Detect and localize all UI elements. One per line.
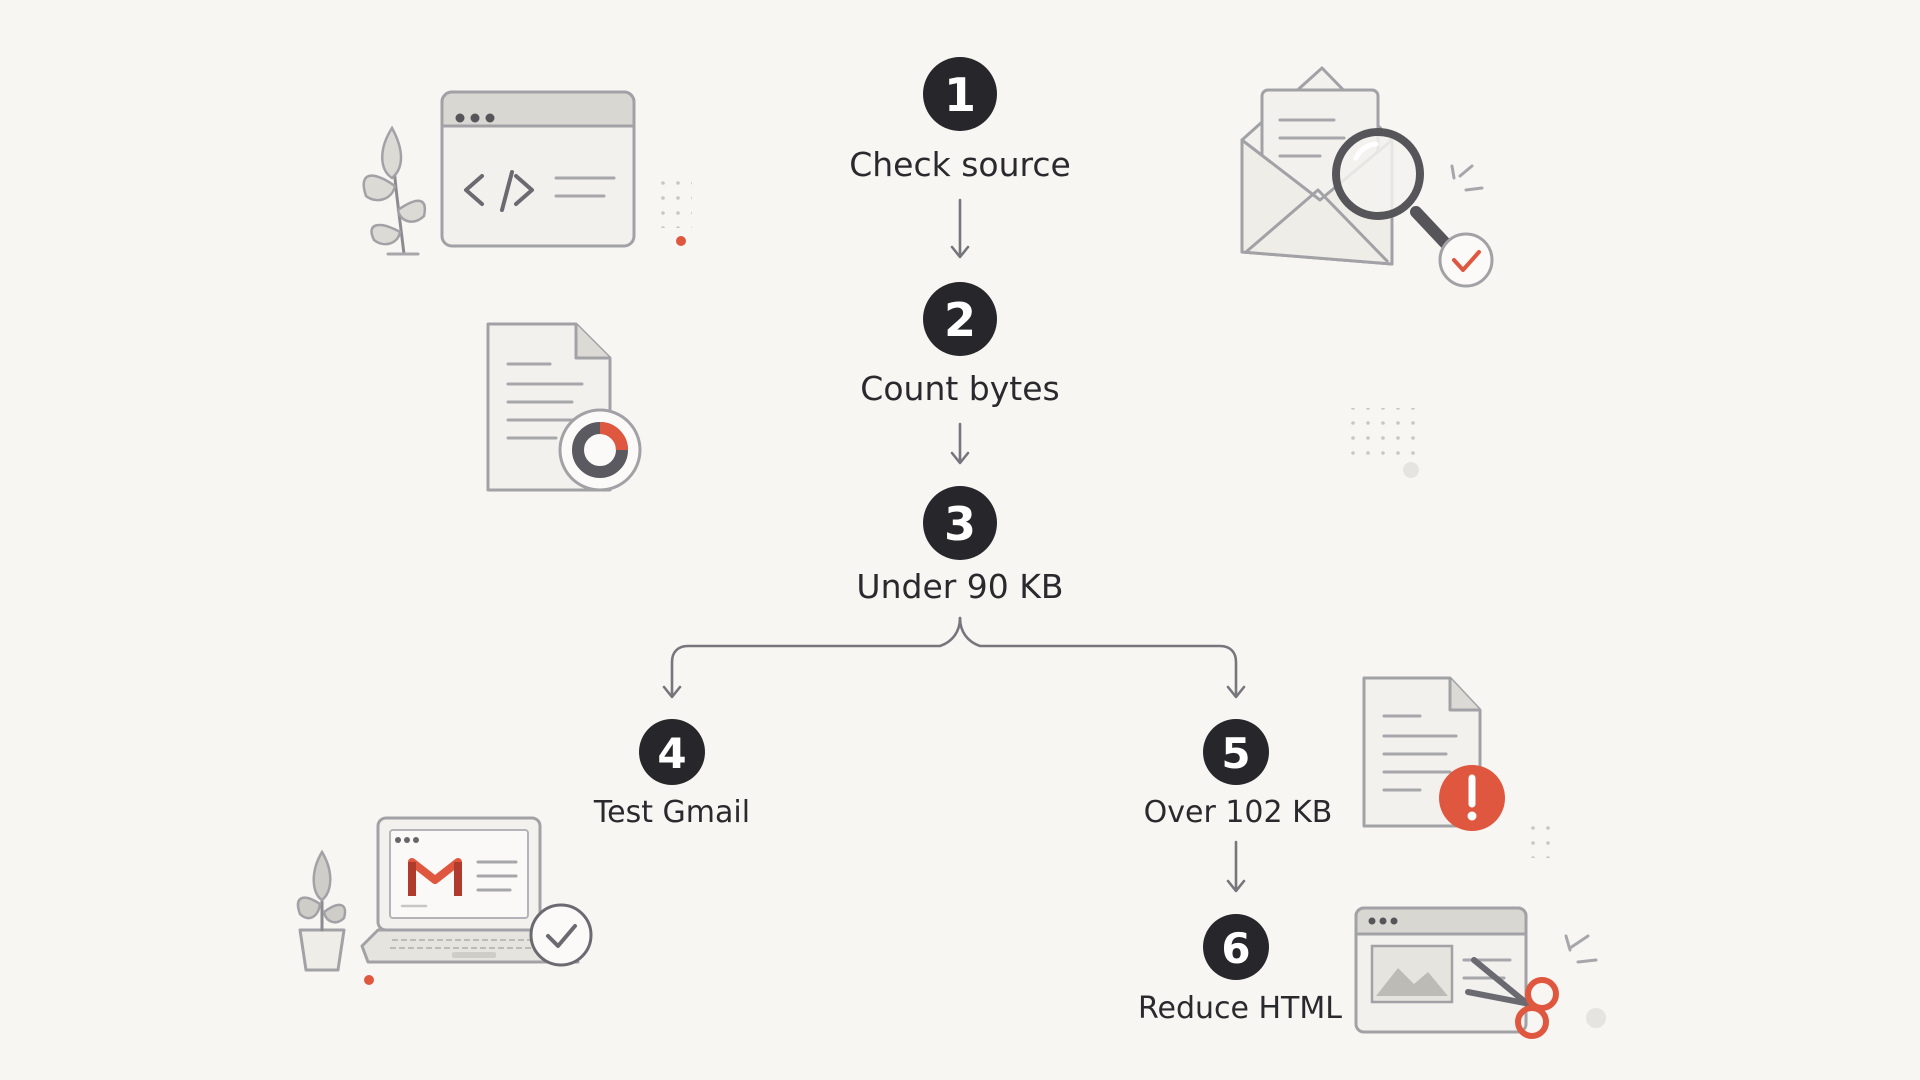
connector-5-6 [1226,840,1246,893]
step-6-number: 6 [1221,924,1250,973]
laptop-gmail-check-icon [296,816,593,985]
step-5-label: Over 102 KB [1144,795,1333,830]
connectors [662,198,1246,893]
step-5: 5 Over 102 KB [1144,719,1333,830]
step-1: 1 Check source [849,57,1071,184]
connector-branch [662,616,1246,699]
email-magnifier-check-icon [1240,66,1494,288]
step-1-label: Check source [849,145,1071,184]
step-4-label: Test Gmail [593,795,750,830]
step-2: 2 Count bytes [860,282,1060,408]
step-5-circle [1203,719,1269,785]
connector-2-3 [950,422,970,465]
decorative-dots-right [1350,408,1419,478]
step-3-number: 3 [944,497,976,551]
step-4-number: 4 [657,729,686,778]
step-2-label: Count bytes [860,369,1059,408]
step-2-number: 2 [944,293,976,347]
step-2-circle [923,282,997,356]
step-3: 3 Under 90 KB [856,486,1064,606]
window-scissors-icon [1354,906,1606,1039]
document-alert-icon [1362,676,1552,858]
step-4-circle [639,719,705,785]
step-3-circle [923,486,997,560]
step-5-number: 5 [1221,729,1250,778]
step-1-circle [923,57,997,131]
document-pie-chart-icon [486,322,642,492]
connector-1-2 [950,198,970,259]
step-4: 4 Test Gmail [593,719,750,830]
step-6-label: Reduce HTML [1138,991,1342,1026]
code-window-icon [362,90,692,256]
step-3-label: Under 90 KB [856,567,1063,606]
step-6: 6 Reduce HTML [1138,914,1342,1026]
step-1-number: 1 [944,68,976,122]
step-6-circle [1203,914,1269,980]
